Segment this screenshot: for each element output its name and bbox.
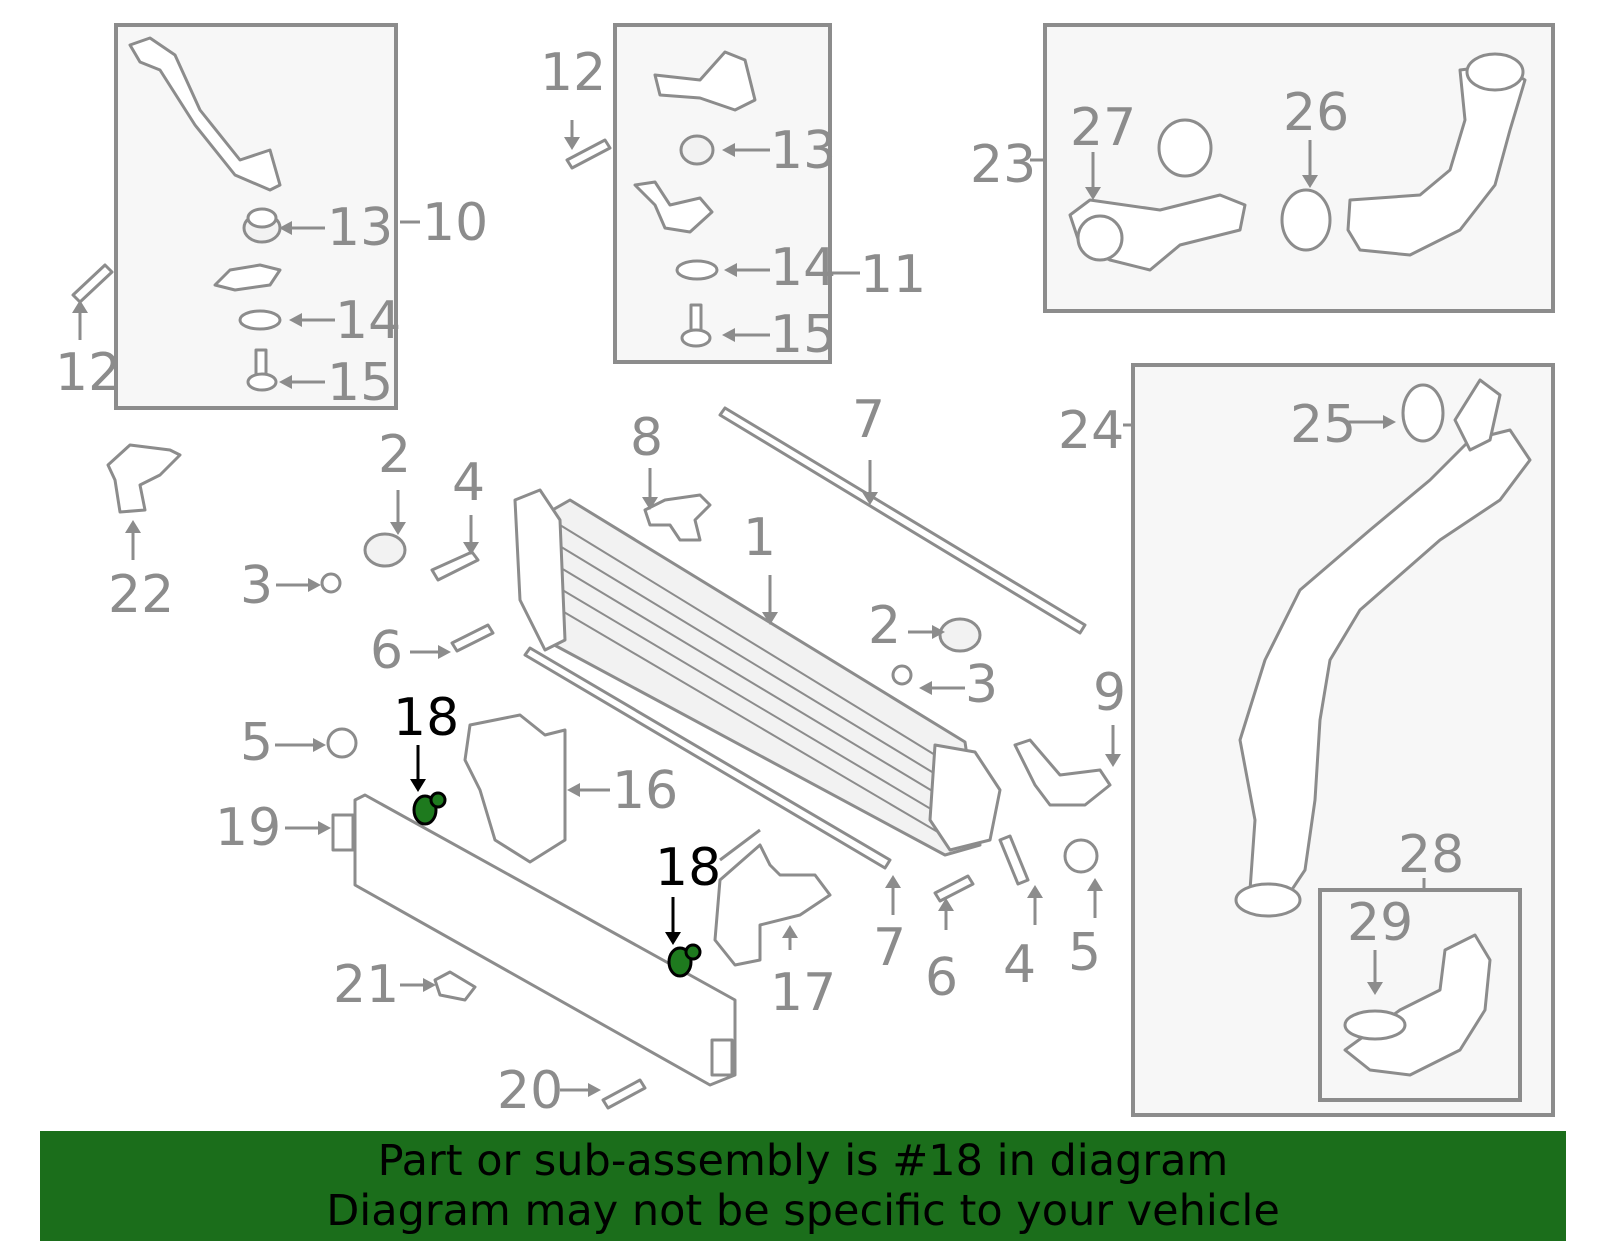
- callout-28: 28: [1398, 825, 1464, 885]
- panel-19-tab-right: [710, 1038, 734, 1077]
- callout-15-left: 15: [327, 353, 393, 413]
- callout-7-top: 7: [852, 390, 885, 450]
- callout-4-right: 4: [1003, 935, 1036, 995]
- callout-10: 10: [422, 193, 488, 253]
- air-deflector-16: [463, 713, 567, 864]
- callout-13-center: 13: [770, 121, 836, 181]
- bolt-20: [601, 1078, 647, 1110]
- panel-19: [353, 793, 737, 1087]
- callout-9: 9: [1093, 663, 1126, 723]
- callout-2-left: 2: [378, 425, 411, 485]
- tube-27-flange: [1076, 214, 1124, 262]
- bolt-12b: [565, 138, 612, 170]
- callout-8: 8: [630, 408, 663, 468]
- insulator-2b: [938, 617, 982, 653]
- bracket-9: [1013, 738, 1112, 807]
- callout-5-right: 5: [1068, 923, 1101, 983]
- callout-18-left: 18: [393, 688, 459, 748]
- bolt-15b-head: [680, 328, 712, 348]
- callout-19: 19: [215, 798, 281, 858]
- callout-14-left: 14: [335, 291, 401, 351]
- banner-line-2: Diagram may not be specific to your vehi…: [326, 1186, 1280, 1236]
- bolt-6a: [450, 623, 495, 653]
- seal-23-ring: [1157, 118, 1213, 178]
- leader-lines: [72, 120, 1426, 1097]
- seal-strip-7-lower: [523, 646, 892, 870]
- tube-24-end: [1234, 882, 1302, 918]
- info-banner: Part or sub-assembly is #18 in diagram D…: [40, 1131, 1566, 1241]
- panel-19-tab: [331, 813, 355, 852]
- callout-22: 22: [108, 565, 174, 625]
- callout-29: 29: [1347, 893, 1413, 953]
- callout-14-center: 14: [770, 238, 836, 298]
- callout-11: 11: [860, 245, 926, 305]
- callout-27: 27: [1070, 98, 1136, 158]
- insulator-13b: [679, 134, 715, 166]
- nut-5a: [326, 727, 358, 759]
- bolt-6b: [933, 874, 975, 903]
- insulator-2a: [363, 532, 407, 568]
- callout-6-left: 6: [370, 621, 403, 681]
- intercooler-fins: [551, 524, 949, 839]
- washer-14a: [238, 309, 282, 331]
- bracket-10-part: [128, 36, 282, 192]
- bolt-3a: [320, 572, 342, 594]
- insulator-13a-top: [246, 207, 278, 229]
- stud-4a: [430, 550, 480, 582]
- seal-strip-7-upper: [718, 406, 1087, 635]
- seal-29: [1343, 1009, 1407, 1041]
- tube-24-part: [1238, 428, 1532, 902]
- callout-21: 21: [333, 955, 399, 1015]
- leader-lines-highlight: [410, 745, 681, 945]
- pushpin-18b: [667, 943, 702, 978]
- callout-15-center: 15: [770, 305, 836, 365]
- nut-5b: [1063, 838, 1099, 874]
- callout-24: 24: [1058, 401, 1124, 461]
- callout-7-bottom: 7: [873, 918, 906, 978]
- callout-12-center: 12: [540, 43, 606, 103]
- callout-18-right: 18: [655, 838, 721, 898]
- clip-21: [433, 970, 477, 1002]
- intercooler-right-tank: [928, 743, 1002, 852]
- hose-23-end: [1465, 52, 1525, 92]
- bolt-3b: [891, 664, 913, 686]
- callout-6-right: 6: [925, 948, 958, 1008]
- banner-line-1: Part or sub-assembly is #18 in diagram: [377, 1136, 1229, 1186]
- callout-16: 16: [612, 761, 678, 821]
- bracket-8: [643, 493, 712, 542]
- callout-4-left: 4: [452, 453, 485, 513]
- washer-14b: [675, 259, 719, 281]
- callout-2-right: 2: [868, 596, 901, 656]
- callout-26: 26: [1283, 83, 1349, 143]
- callout-1: 1: [743, 508, 776, 568]
- clip-11: [633, 180, 714, 234]
- callout-3-left: 3: [240, 556, 273, 616]
- clip-10: [213, 263, 282, 292]
- pushpin-18a: [412, 791, 447, 826]
- callout-20: 20: [497, 1061, 563, 1121]
- stud-4b: [998, 834, 1030, 886]
- callout-23: 23: [970, 135, 1036, 195]
- bracket-11-part: [653, 50, 757, 112]
- callout-3-right: 3: [965, 655, 998, 715]
- seal-25: [1401, 383, 1445, 443]
- bolt-15a-head: [246, 372, 278, 392]
- callout-25: 25: [1290, 395, 1356, 455]
- callout-12-left: 12: [55, 343, 121, 403]
- sensor-22: [106, 443, 182, 514]
- air-deflector-17: [713, 843, 832, 967]
- hose-23-part: [1346, 63, 1527, 257]
- callout-5-left: 5: [240, 713, 273, 773]
- callout-17: 17: [770, 963, 836, 1023]
- bolt-12a: [71, 263, 114, 304]
- intercooler-left-tank: [513, 488, 567, 652]
- tube-24-flange: [1453, 378, 1502, 452]
- clamp-26: [1280, 188, 1332, 252]
- callout-13-left: 13: [327, 198, 393, 258]
